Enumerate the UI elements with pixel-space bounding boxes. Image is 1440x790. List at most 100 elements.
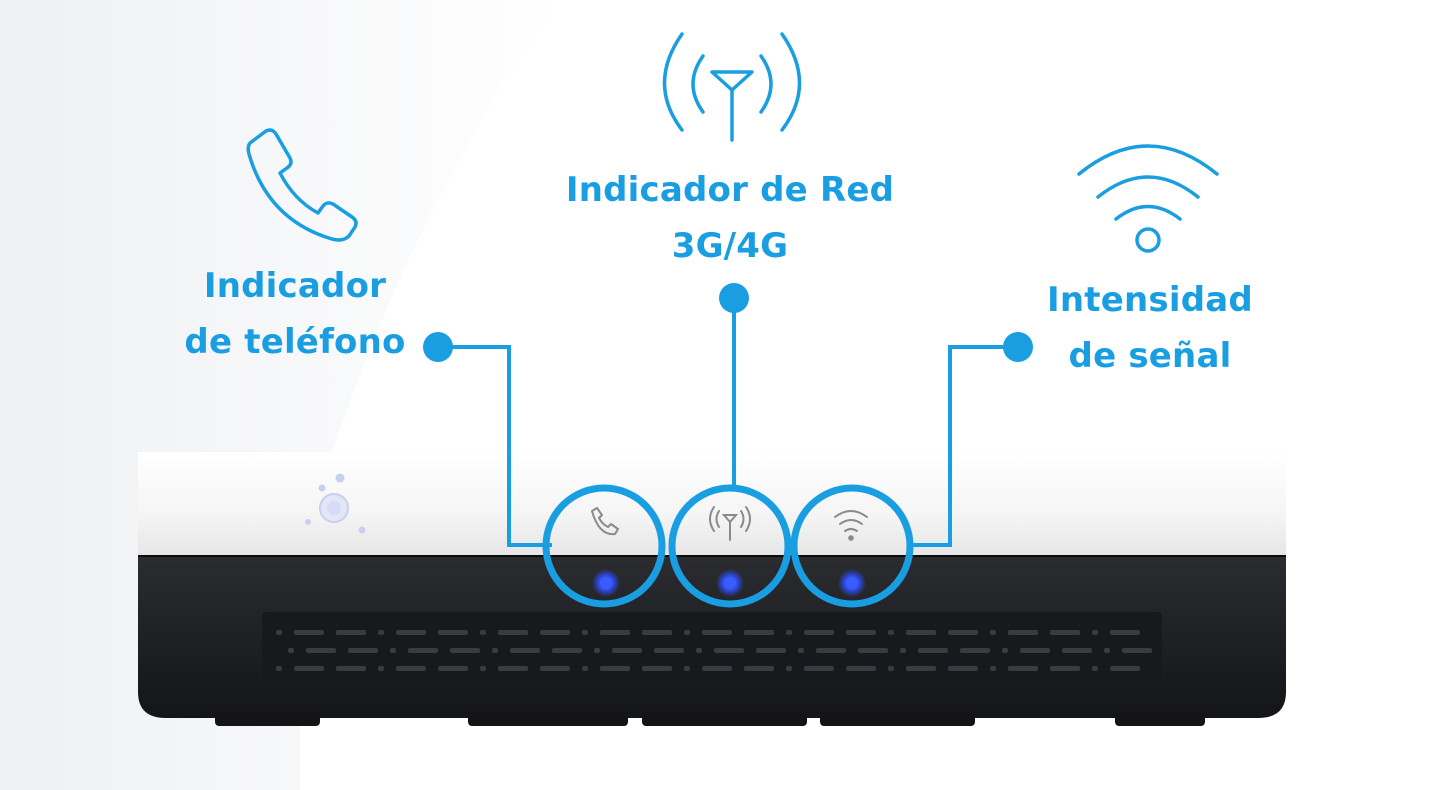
indicator-senal-highlight: [790, 484, 914, 608]
vent-slot: [756, 648, 786, 653]
vent-slot: [408, 648, 438, 653]
vent-slot: [798, 648, 804, 653]
vent-grille: [262, 612, 1162, 682]
vent-slot: [696, 648, 702, 653]
label-line: Indicador: [203, 266, 387, 306]
vent-slot: [396, 630, 426, 635]
vent-slot: [888, 666, 894, 671]
vent-slot: [552, 648, 582, 653]
vent-slot: [990, 666, 996, 671]
label-line: de teléfono: [184, 322, 406, 362]
vent-slot: [906, 630, 936, 635]
antenna-icon: [709, 506, 751, 541]
vent-slot: [702, 630, 732, 635]
vent-slot: [1110, 630, 1140, 635]
vent-slot: [1104, 648, 1110, 653]
vent-slot: [288, 648, 294, 653]
indicator-label-red: Indicador de Red 3G/4G: [555, 162, 905, 274]
device-upper-body: [138, 452, 1286, 556]
vent-slot: [336, 666, 366, 671]
vent-slot: [846, 666, 876, 671]
vent-slot: [492, 648, 498, 653]
vent-slot: [642, 630, 672, 635]
label-line: 3G/4G: [671, 226, 789, 266]
vent-slot: [960, 648, 990, 653]
vent-slot: [816, 648, 846, 653]
label-line: Intensidad: [1047, 280, 1253, 320]
vent-slot: [714, 648, 744, 653]
vent-slot: [600, 630, 630, 635]
vent-slot: [888, 630, 894, 635]
vent-slot: [396, 666, 426, 671]
device-feet: [215, 712, 1205, 726]
vent-slot: [1092, 666, 1098, 671]
dots-logo-icon: [305, 473, 366, 534]
connector-dots: [423, 283, 1033, 362]
phone-icon: [591, 507, 619, 536]
vent-slot: [642, 666, 672, 671]
indicator-telefono-highlight: [542, 484, 666, 608]
wifi-icon: [834, 510, 868, 541]
vent-slot: [804, 630, 834, 635]
vent-slot: [948, 666, 978, 671]
vent-slot: [378, 630, 384, 635]
phone-icon: [246, 128, 358, 242]
vent-slot: [450, 648, 480, 653]
vent-slot: [744, 630, 774, 635]
vent-slot: [540, 630, 570, 635]
vent-slot: [612, 648, 642, 653]
vent-slot: [294, 666, 324, 671]
vent-slot: [1002, 648, 1008, 653]
vent-slot: [498, 630, 528, 635]
vent-slot: [582, 630, 588, 635]
label-line: Indicador de Red: [565, 170, 895, 210]
vent-slot: [378, 666, 384, 671]
vent-slot: [1122, 648, 1152, 653]
vent-slot: [510, 648, 540, 653]
vent-slot: [744, 666, 774, 671]
vent-slot: [786, 630, 792, 635]
vent-slot: [306, 648, 336, 653]
vent-slot: [804, 666, 834, 671]
vent-slot: [600, 666, 630, 671]
vent-slot: [654, 648, 684, 653]
indicator-red-highlight: [668, 484, 792, 608]
wifi-icon: [1077, 144, 1219, 253]
vent-slot: [336, 630, 366, 635]
vent-slot: [294, 630, 324, 635]
vent-slot: [1008, 630, 1038, 635]
indicator-label-senal: Intensidad de señal: [1035, 272, 1265, 384]
vent-slot: [1092, 630, 1098, 635]
vent-slot: [348, 648, 378, 653]
vent-slot: [582, 666, 588, 671]
label-line: de señal: [1068, 336, 1232, 376]
vent-slot: [1062, 648, 1092, 653]
vent-slot: [1110, 666, 1140, 671]
vent-slot: [480, 666, 486, 671]
vent-slot: [900, 648, 906, 653]
vent-slot: [276, 630, 282, 635]
vent-slot: [918, 648, 948, 653]
vent-slot: [498, 666, 528, 671]
vent-slot: [786, 666, 792, 671]
vent-slot: [480, 630, 486, 635]
vent-slot: [858, 648, 888, 653]
vent-slot: [846, 630, 876, 635]
vent-slot: [540, 666, 570, 671]
vent-slot: [990, 630, 996, 635]
vent-slot: [702, 666, 732, 671]
antenna-icon: [662, 32, 802, 142]
vent-slot: [684, 630, 690, 635]
vent-slot: [1008, 666, 1038, 671]
vent-slot: [594, 648, 600, 653]
vent-slot: [948, 630, 978, 635]
vent-slot: [276, 666, 282, 671]
vent-slot: [906, 666, 936, 671]
connector-lines: [438, 298, 1018, 547]
vent-slot: [438, 666, 468, 671]
vent-slot: [1050, 666, 1080, 671]
indicator-label-telefono: Indicador de teléfono: [170, 258, 420, 370]
vent-slots: [276, 630, 1152, 671]
